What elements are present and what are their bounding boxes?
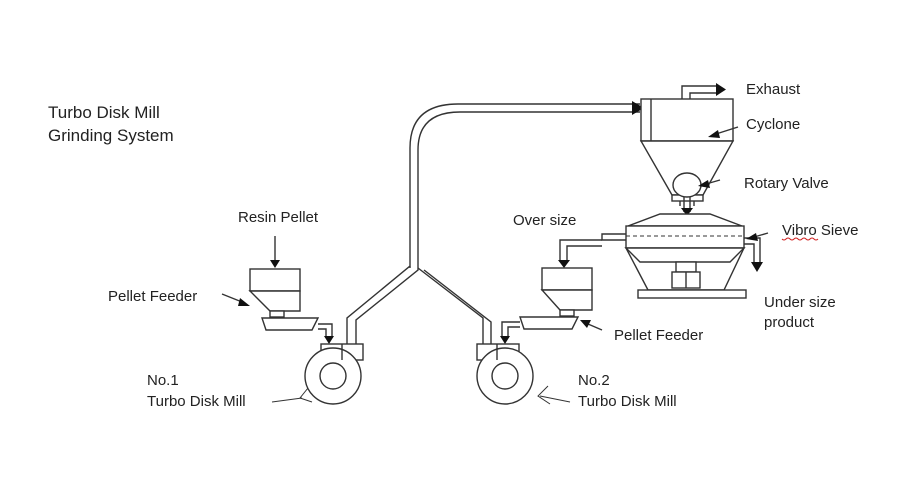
turbo-disk-mill-2 — [476, 343, 534, 405]
diagram-title-line2: Grinding System — [48, 126, 174, 145]
cyclone — [639, 83, 735, 202]
mill2-pointer-icon — [537, 385, 551, 405]
mill2-label-line1: No.2 — [578, 372, 610, 389]
rotary-valve-pointer-icon — [698, 180, 710, 188]
rotary-valve-label: Rotary Valve — [744, 175, 829, 192]
resin-pellet-arrow-icon — [270, 260, 280, 268]
under-size-label-line1: Under size — [764, 294, 836, 311]
pellet-feeder-right — [500, 267, 593, 344]
mill2-label-line2: Turbo Disk Mill — [578, 393, 677, 410]
spellcheck-underline — [781, 237, 819, 241]
oversize-return-line — [558, 239, 602, 268]
turbo-disk-mill-1 — [304, 343, 364, 405]
mill1-label-line2: Turbo Disk Mill — [147, 393, 246, 410]
pellet-feeder-right-pointer-icon — [580, 320, 591, 328]
pellet-feeder-left — [248, 236, 334, 344]
pipe-arrow-icon — [632, 101, 644, 115]
pointer-arrows — [221, 126, 769, 405]
conveying-pipe — [346, 101, 644, 344]
mill1-pointer-icon — [299, 387, 313, 403]
vibro-sieve-pointer-icon — [746, 233, 758, 241]
cyclone-label: Cyclone — [746, 116, 800, 133]
resin-pellet-label: Resin Pellet — [238, 209, 319, 226]
over-size-label: Over size — [513, 212, 576, 229]
exhaust-label: Exhaust — [746, 81, 801, 98]
pellet-feeder-left-pointer-icon — [238, 298, 250, 306]
vibro-sieve-label: Vibro Sieve — [782, 222, 858, 239]
mill1-label-line1: No.1 — [147, 372, 179, 389]
under-size-arrow-icon — [751, 262, 763, 272]
pellet-feeder-right-label: Pellet Feeder — [614, 327, 703, 344]
cyclone-pointer-icon — [708, 130, 720, 138]
exhaust-arrow-icon — [716, 83, 726, 96]
vibro-sieve — [601, 213, 763, 299]
pellet-feeder-left-label: Pellet Feeder — [108, 288, 197, 305]
diagram-title-line1: Turbo Disk Mill — [48, 103, 160, 122]
under-size-label-line2: product — [764, 314, 815, 331]
